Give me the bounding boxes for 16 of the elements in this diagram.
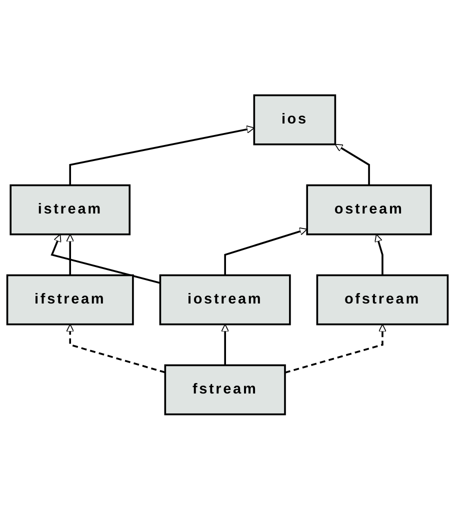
arrow: [66, 324, 166, 374]
arrow: [66, 234, 74, 276]
arrow: [284, 324, 387, 374]
node-box: istream: [10, 184, 131, 236]
node-box: ostream: [306, 184, 432, 236]
arrow: [221, 324, 230, 366]
arrow: [69, 126, 255, 186]
node-box: ios: [253, 94, 336, 146]
node-box: ifstream: [6, 274, 134, 326]
node-box: ofstream: [316, 274, 449, 326]
arrow: [224, 228, 308, 276]
arrow: [374, 234, 384, 276]
node-box: fstream: [164, 364, 286, 416]
arrow: [334, 144, 370, 186]
arrow: [50, 234, 160, 284]
node-box: iostream: [159, 274, 291, 326]
